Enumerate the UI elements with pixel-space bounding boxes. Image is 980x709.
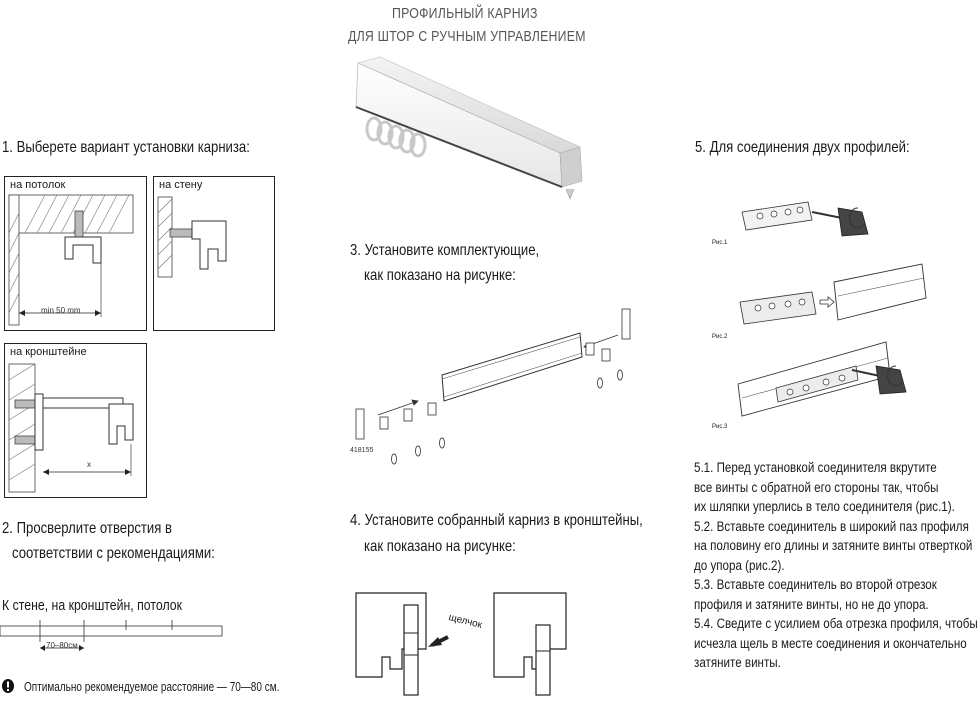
step2-title-line-2: соответствии с рекомендациями: [12, 545, 215, 562]
step5-title: 5. Для соединения двух профилей: [695, 139, 910, 156]
instruction-line: исчезла щель в месте соединения и оконча… [694, 635, 967, 651]
step1-title: 1. Выберете вариант установки карниза: [2, 139, 250, 156]
step4-title-line-1: 4. Установите собранный карниз в кронште… [350, 512, 643, 529]
connector-figure-2 [739, 263, 927, 325]
instruction-line: их шляпки уперлись в тело соединителя (р… [694, 499, 955, 514]
exclamation-icon [2, 679, 14, 693]
instruction-line: 5.1. Перед установкой соединителя вкрути… [694, 460, 937, 475]
bracket-mount-diagram [8, 363, 134, 493]
part-number-label: 418155 [350, 447, 374, 454]
connector-figure-3 [737, 341, 907, 417]
bracket-x-label: x [87, 460, 91, 469]
spacing-label: 70–80см [46, 641, 78, 650]
wall-mount-label: на стену [159, 179, 203, 191]
wall-mount-panel: на стену [153, 176, 275, 331]
recommended-distance-note: Оптимально рекомендуемое расстояние — 70… [24, 680, 280, 694]
components-assembly-diagram [355, 308, 631, 465]
bracket-mount-panel: на кронштейне x [4, 343, 147, 498]
header-line-1: ПРОФИЛЬНЫЙ КАРНИЗ [392, 5, 538, 22]
instruction-line: все винты с обратной его стороны так, чт… [694, 479, 939, 495]
instruction-line: 5.2. Вставьте соединитель в широкий паз … [694, 518, 969, 534]
step2-subhead: К стене, на кронштейн, потолок [2, 597, 182, 614]
wall-mount-diagram [157, 196, 227, 278]
instruction-line: 5.3. Вставьте соединитель во второй отре… [694, 577, 937, 592]
step4-title-line-2: как показано на рисунке: [364, 538, 516, 555]
instruction-line: на половину его длины и затяните винты о… [694, 538, 973, 553]
min-distance-label: min 50 mm [41, 306, 81, 315]
instruction-line: профиля и затяните винты, но не до упора… [694, 596, 929, 612]
step5-instructions: 5.1. Перед установкой соединителя вкрути… [694, 458, 980, 673]
step3-title-line-2: как показано на рисунке: [364, 267, 516, 284]
ceiling-mount-label: на потолок [10, 179, 66, 191]
figure-2-label: Рис.2 [712, 334, 728, 340]
cornice-product-image [355, 56, 583, 200]
bracket-mount-label: на кронштейне [10, 346, 87, 358]
step2-title-line-1: 2. Просверлите отверстия в [2, 520, 172, 537]
header-line-2: ДЛЯ ШТОР С РУЧНЫМ УПРАВЛЕНИЕМ [348, 28, 586, 45]
ceiling-mount-panel: на потолок min 50 mm [4, 176, 147, 331]
instruction-line: 5.4. Сведите с усилием оба отрезка профи… [694, 616, 978, 631]
connector-figure-1 [741, 201, 869, 237]
bracket-install-diagram [355, 592, 567, 696]
figure-3-label: Рис.3 [712, 424, 728, 430]
step3-title-line-1: 3. Установите комплектующие, [350, 242, 540, 259]
instruction-line: до упора (рис.2). [694, 557, 785, 573]
instruction-line: затяните винты. [694, 655, 781, 670]
drilling-spacing-diagram [0, 620, 223, 651]
figure-1-label: Рис.1 [712, 240, 728, 246]
ceiling-mount-diagram [8, 194, 134, 326]
